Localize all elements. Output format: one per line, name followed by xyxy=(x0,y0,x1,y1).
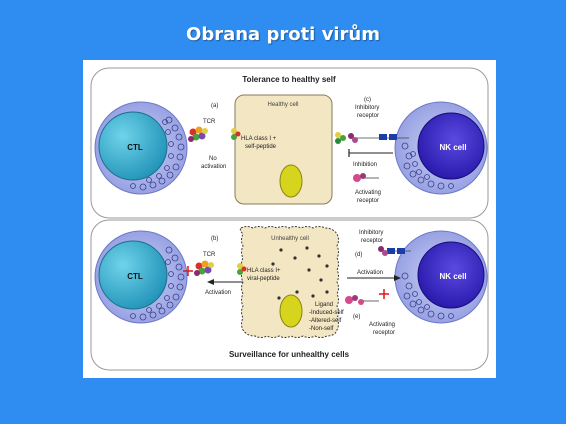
nk-label-bottom: NK cell xyxy=(439,272,466,281)
unhealthy-cell xyxy=(239,226,339,338)
activating-receptor-label-top-2: receptor xyxy=(357,198,379,204)
ctl-label-top: CTL xyxy=(127,143,143,152)
tcr-receptor-bottom xyxy=(194,260,214,276)
unhealthy-cell-nucleus xyxy=(279,294,303,328)
ctl-label-bottom: CTL xyxy=(127,272,143,281)
top-panel-frame xyxy=(90,67,489,219)
activation-arrow-left xyxy=(207,279,243,285)
inhibition-arrow xyxy=(348,149,393,157)
bottom-panel-frame xyxy=(90,219,489,371)
inhibition-label: Inhibition xyxy=(353,162,377,168)
immune-defense-diagram: Tolerance to healthy self CTL (a) TCR No… xyxy=(83,60,496,378)
ligand-label-1: Ligand xyxy=(315,302,333,308)
slide-title: Obrana proti virům xyxy=(186,24,380,45)
nk-cell-top xyxy=(394,101,488,195)
ligand-label-3: -Altered-self xyxy=(309,318,342,324)
ctl-cell-top xyxy=(94,101,188,195)
viral-particles xyxy=(271,246,329,300)
activation-arrow-right xyxy=(347,275,401,281)
activating-receptor-bottom xyxy=(345,295,379,305)
hla-viral-peptide-label-2: viral-peptide xyxy=(247,276,280,282)
activating-receptor-label-top-1: Activating xyxy=(355,190,381,196)
activating-receptor-label-bottom-2: receptor xyxy=(373,330,395,336)
inhibitory-receptor-label-bottom-1: Inhibitory xyxy=(359,230,383,236)
top-panel-heading: Tolerance to healthy self xyxy=(242,75,336,84)
ctl-cell-bottom xyxy=(94,230,188,324)
activation-label-left: Activation xyxy=(205,290,231,296)
unhealthy-cell-label: Unhealthy cell xyxy=(271,236,309,242)
no-activation-label-1: No xyxy=(209,156,217,162)
label-d: (d) xyxy=(355,252,362,258)
label-c: (c) xyxy=(364,97,371,103)
inhibitory-receptor-label-bottom-2: receptor xyxy=(361,238,383,244)
hla-molecule-top-right xyxy=(335,132,346,144)
activating-receptor-label-bottom-1: Activating xyxy=(369,322,395,328)
hla-molecule-top-left xyxy=(231,128,241,140)
healthy-cell-nucleus xyxy=(279,164,303,198)
label-b: (b) xyxy=(211,236,218,242)
inhibitory-receptor-label-top-2: receptor xyxy=(357,113,379,119)
tcr-label-bottom: TCR xyxy=(203,252,216,258)
label-e: (e) xyxy=(353,314,360,320)
bottom-panel-heading: Surveillance for unhealthy cells xyxy=(229,350,350,359)
nk-label-top: NK cell xyxy=(439,143,466,152)
ligand-label-4: -Non-self xyxy=(309,326,334,332)
tcr-label-top: TCR xyxy=(203,119,216,125)
hla-self-peptide-label-1: HLA class I + xyxy=(241,136,277,142)
activation-label-right: Activation xyxy=(357,270,383,276)
healthy-cell xyxy=(234,94,333,205)
activating-receptor-top xyxy=(353,173,379,182)
nk-cell-bottom xyxy=(394,230,488,324)
inhibitory-receptor-bottom xyxy=(378,246,411,256)
hla-molecule-bottom-left xyxy=(237,263,247,275)
activation-plus-ctl xyxy=(183,266,193,276)
inhibitory-receptor-label-top-1: Inhibitory xyxy=(355,105,379,111)
inhibitory-receptor-top xyxy=(348,133,409,143)
hla-self-peptide-label-2: self-peptide xyxy=(245,144,277,150)
ligand-label-2: -Induced-self xyxy=(309,310,344,316)
hla-viral-peptide-label-1: HLA class I+ xyxy=(247,268,281,274)
healthy-cell-label: Healthy cell xyxy=(267,102,298,108)
tcr-receptor-top xyxy=(188,126,208,142)
activation-plus-nk xyxy=(379,289,389,299)
no-activation-label-2: activation xyxy=(201,164,226,170)
label-a: (a) xyxy=(211,103,218,109)
